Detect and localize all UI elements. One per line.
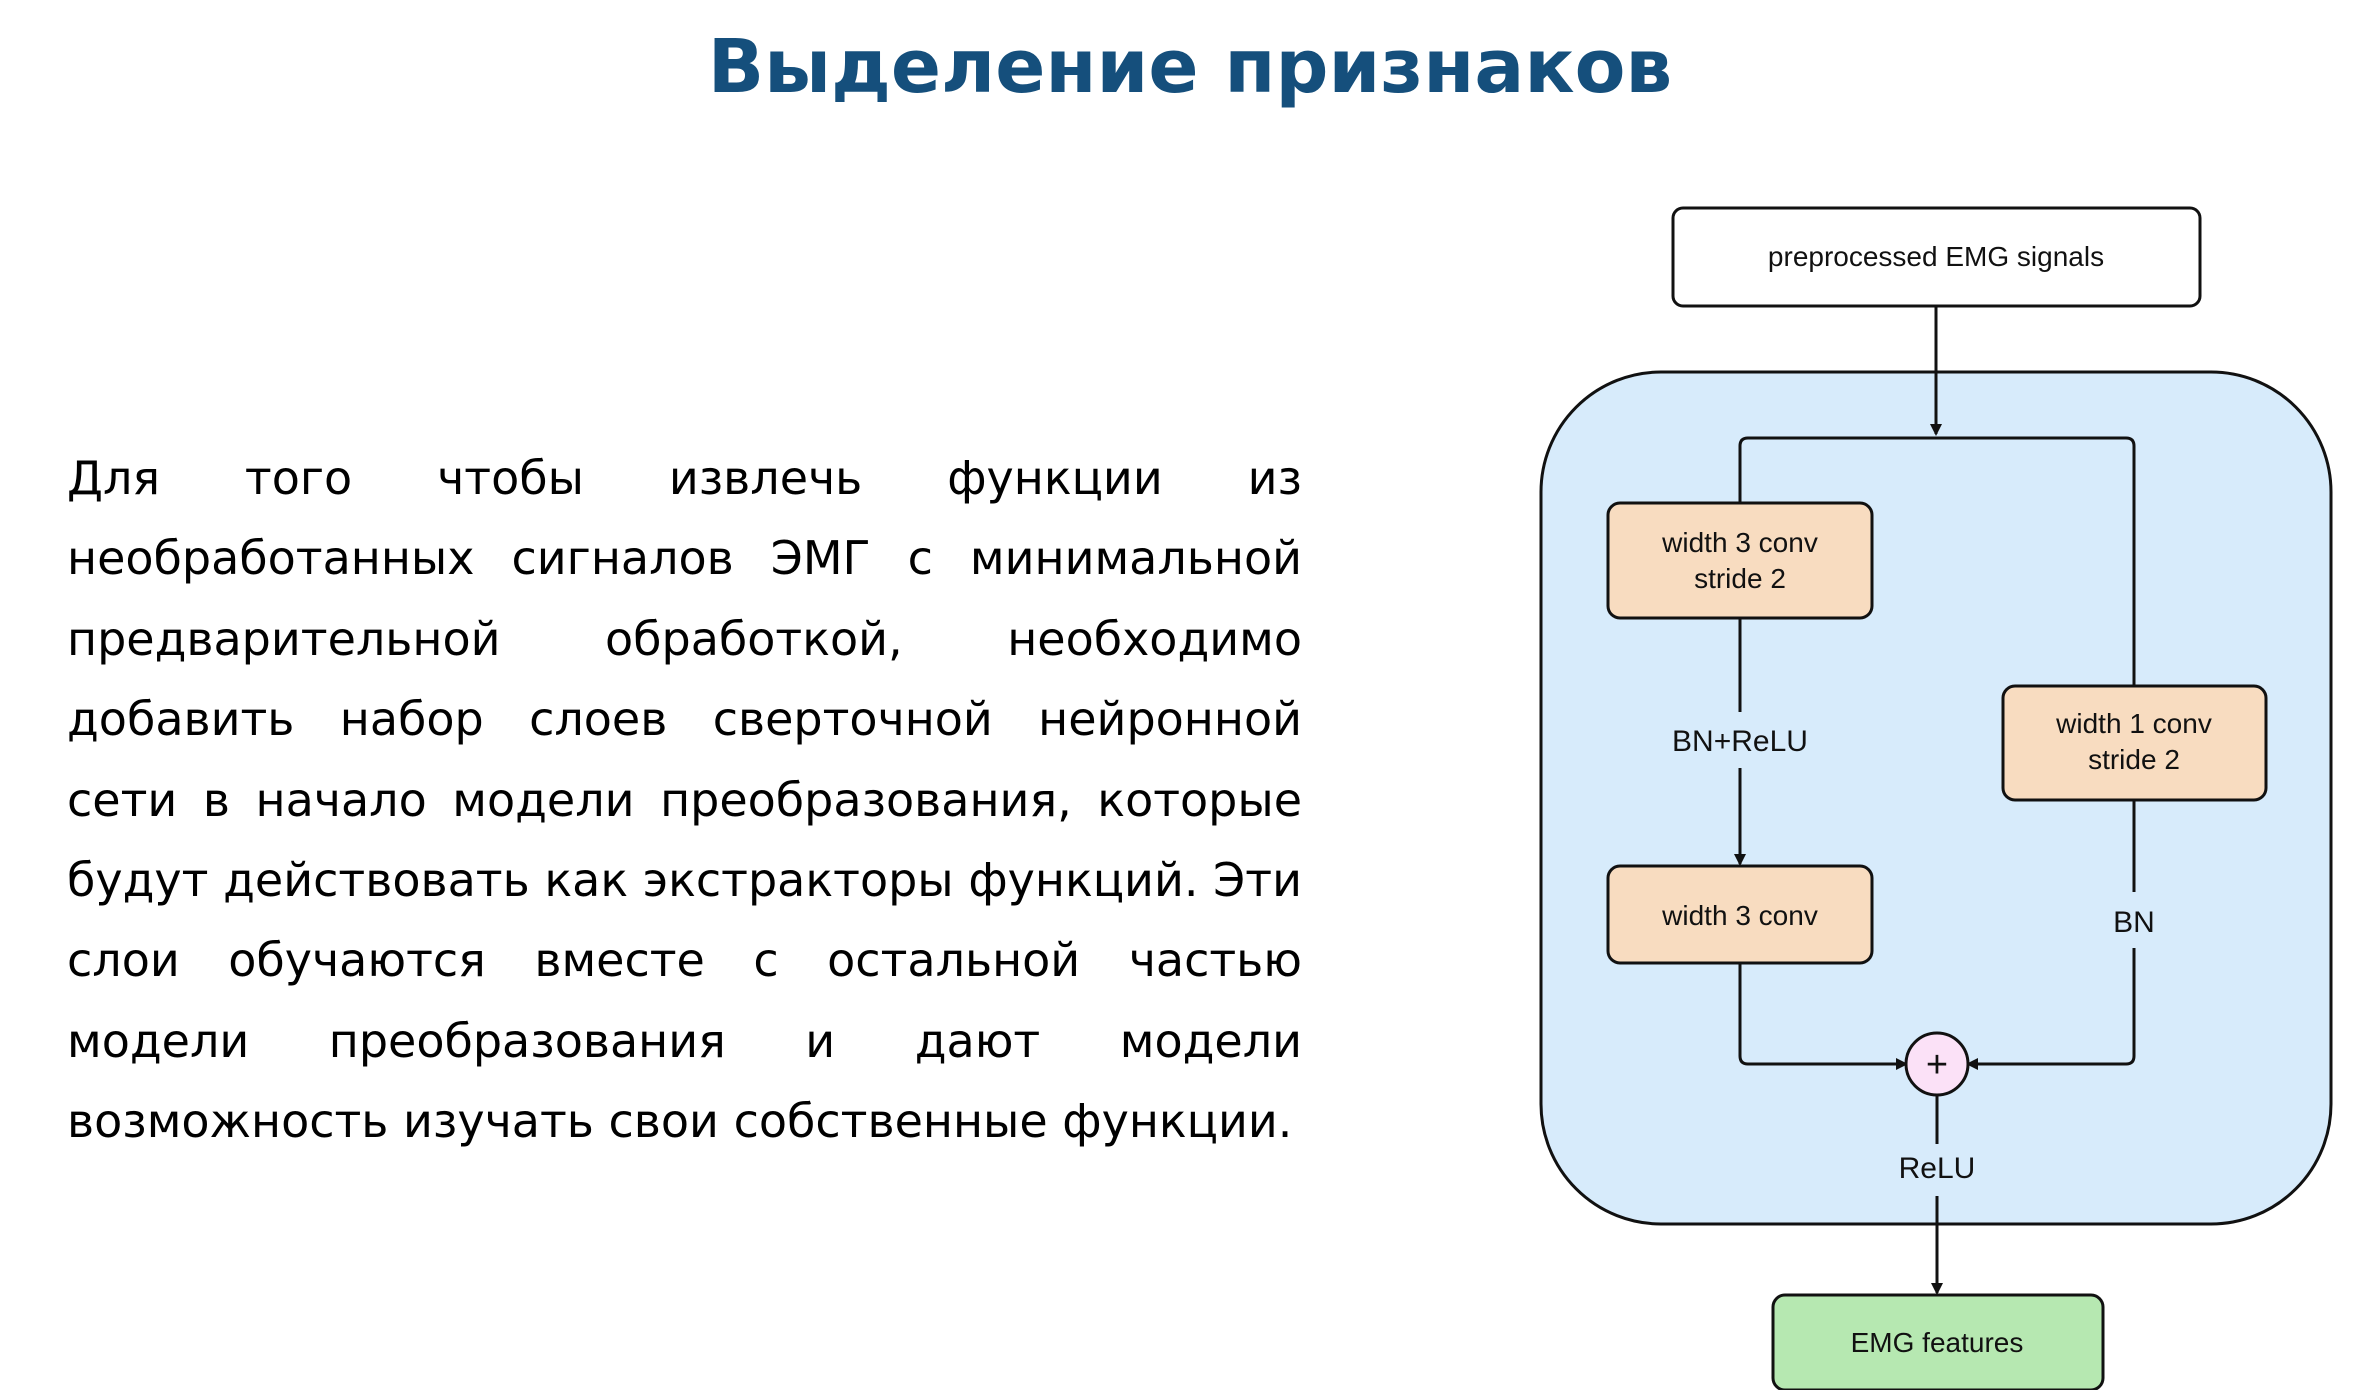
conv2-label: width 3 conv bbox=[1661, 900, 1818, 931]
conv1-label-line1: width 3 conv bbox=[1661, 527, 1818, 558]
skip-conv-label-line1: width 1 conv bbox=[2055, 708, 2212, 739]
bn-relu-label: BN+ReLU bbox=[1672, 725, 1808, 758]
conv1-label-line2: stride 2 bbox=[1694, 563, 1786, 594]
bn-to-plus-arrow bbox=[1966, 948, 2136, 1070]
output-label: EMG features bbox=[1851, 1327, 2024, 1358]
input-label: preprocessed EMG signals bbox=[1768, 241, 2104, 272]
relu-label: ReLU bbox=[1899, 1152, 1976, 1185]
add-node-symbol: + bbox=[1926, 1044, 1948, 1086]
slide-title: Выделение признаков bbox=[707, 24, 1673, 110]
bn-label: BN bbox=[2113, 906, 2155, 939]
skip-conv-label-line2: stride 2 bbox=[2088, 744, 2180, 775]
conv1-box bbox=[1606, 501, 1874, 620]
split-line bbox=[1738, 436, 2136, 686]
skip-conv-box bbox=[2001, 684, 2268, 802]
conv2-to-plus-arrow bbox=[1738, 963, 1908, 1070]
slide-body-text: Для того чтобы извлечь функции из необра… bbox=[67, 451, 1302, 1149]
output-box bbox=[1771, 1293, 2105, 1390]
